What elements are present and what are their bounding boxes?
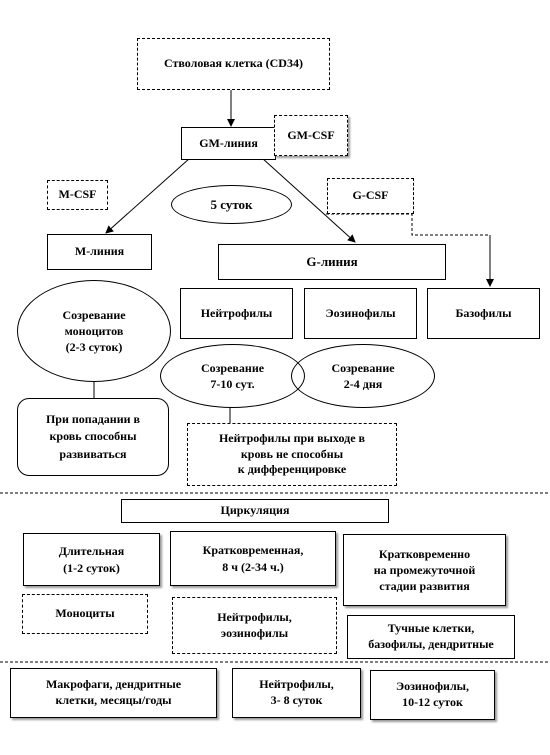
basophils-box: Базофилы	[427, 288, 540, 339]
long-term-box: Длительная (1-2 суток)	[23, 533, 160, 586]
neutro-days-box: Нейтрофилы, 3- 8 суток	[232, 668, 361, 718]
five-days-oval: 5 суток	[171, 185, 292, 224]
g-line-label: G-линия	[306, 253, 358, 269]
short-intermediate-box: Кратковременно на промежуточной стадии р…	[343, 534, 506, 606]
monocyte-maturation-label: Созревание моноцитов (2-3 суток)	[62, 307, 126, 355]
g-csf-box: G-CSF	[327, 178, 414, 214]
neutro-no-diff-label: Нейтрофилы при выходе в кровь не способн…	[218, 431, 366, 477]
m-line-label: M-линия	[74, 244, 125, 259]
gm-csf-box: GM-CSF	[274, 115, 348, 156]
long-term-label: Длительная (1-2 суток)	[58, 544, 125, 575]
eosinophils-box: Эозинофилы	[304, 288, 417, 339]
eosino-days-box: Эозинофилы, 10-12 суток	[370, 670, 495, 720]
macrophages-box: Макрофаги, дендритные клетки, месяцы/год…	[10, 668, 217, 718]
gm-line-box: GM-линия	[181, 127, 276, 160]
blood-develop-label: При попадании в кровь способны развивать…	[45, 411, 141, 461]
neutrophils-label: Нейтрофилы	[200, 305, 273, 320]
neutro-maturation-label: Созревание 7-10 сут.	[200, 360, 265, 391]
g-csf-label: G-CSF	[352, 188, 389, 203]
mast-cells-box: Тучные клетки, базофилы, дендритные	[347, 615, 515, 659]
stem-cell-label: Стволовая клетка (CD34)	[164, 56, 303, 71]
neutro-days-label: Нейтрофилы, 3- 8 суток	[259, 677, 334, 707]
circulation-label: Циркуляция	[220, 503, 290, 518]
neutro-no-diff-box: Нейтрофилы при выходе в кровь не способн…	[187, 423, 397, 486]
basophils-label: Базофилы	[455, 305, 512, 320]
mast-cells-label: Тучные клетки, базофилы, дендритные	[368, 621, 494, 651]
monocyte-maturation-oval: Созревание моноцитов (2-3 суток)	[17, 280, 171, 382]
five-days-label: 5 суток	[210, 196, 253, 212]
short-term-label: Кратковременная, 8 ч (2-34 ч.)	[202, 543, 304, 574]
dashed-branch-to-basophils	[326, 213, 490, 236]
gm-csf-label: GM-CSF	[287, 127, 335, 142]
short-term-box: Кратковременная, 8 ч (2-34 ч.)	[170, 531, 336, 586]
monocytes-label: Моноциты	[55, 606, 115, 621]
neutrophils-box: Нейтрофилы	[180, 288, 293, 339]
m-line-box: M-линия	[47, 234, 152, 270]
neutro-eosino-label: Нейтрофилы, эозинофилы	[217, 609, 292, 640]
short-intermediate-label: Кратковременно на промежуточной стадии р…	[373, 546, 476, 594]
g-line-box: G-линия	[218, 244, 446, 280]
m-csf-label: M-CSF	[58, 187, 97, 202]
neutro-eosino-box: Нейтрофилы, эозинофилы	[172, 597, 337, 654]
blood-develop-box: При попадании в кровь способны развивать…	[17, 398, 169, 476]
gm-line-label: GM-линия	[199, 135, 258, 150]
monocytes-box: Моноциты	[22, 594, 148, 634]
m-csf-box: M-CSF	[47, 180, 108, 210]
eosino-days-label: Эозинофилы, 10-12 суток	[395, 679, 470, 709]
eosino-maturation-label: Созревание 2-4 дня	[331, 360, 395, 391]
circulation-box: Циркуляция	[121, 499, 389, 523]
macrophages-label: Макрофаги, дендритные клетки, месяцы/год…	[45, 677, 182, 707]
eosinophils-label: Эозинофилы	[325, 305, 396, 320]
stem-cell-box: Стволовая клетка (CD34)	[137, 38, 330, 90]
neutro-maturation-oval: Созревание 7-10 сут.	[160, 344, 305, 408]
eosino-maturation-oval: Созревание 2-4 дня	[291, 344, 435, 408]
